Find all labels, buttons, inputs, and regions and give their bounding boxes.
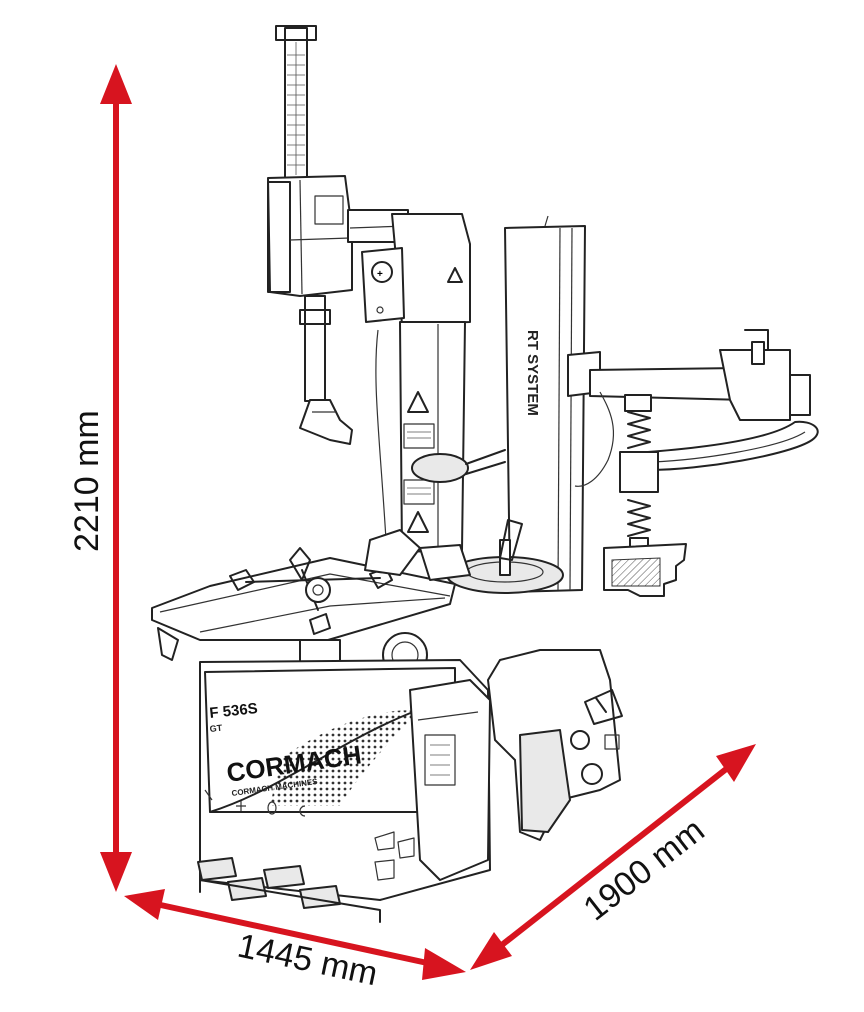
rt-system-column: RT SYSTEM — [504, 215, 586, 593]
lock-symbol-icon: + — [377, 269, 383, 280]
helper-arm-rack — [267, 25, 353, 445]
central-tower: + — [361, 213, 506, 553]
depth-dimension-arrow — [470, 744, 756, 970]
svg-text:F 536S: F 536S — [209, 700, 259, 722]
tyre-changer-machine: + RT SYSTEM — [151, 25, 819, 923]
warning-triangle-icon — [447, 267, 463, 283]
bead-pusher-arm — [567, 329, 819, 597]
height-dimension-arrow — [100, 64, 132, 892]
width-dimension-arrow — [124, 889, 466, 980]
turntable — [151, 547, 456, 678]
column-label: RT SYSTEM — [524, 330, 541, 416]
height-label: 2210 mm — [68, 410, 106, 552]
pedal-icon — [197, 857, 341, 909]
base-cabinet: CORMACH CORMACH MACHINES F 536S GT — [197, 649, 623, 923]
svg-text:GT: GT — [209, 723, 223, 734]
model-badge: F 536S GT — [209, 700, 259, 734]
mounting-head — [364, 519, 564, 594]
